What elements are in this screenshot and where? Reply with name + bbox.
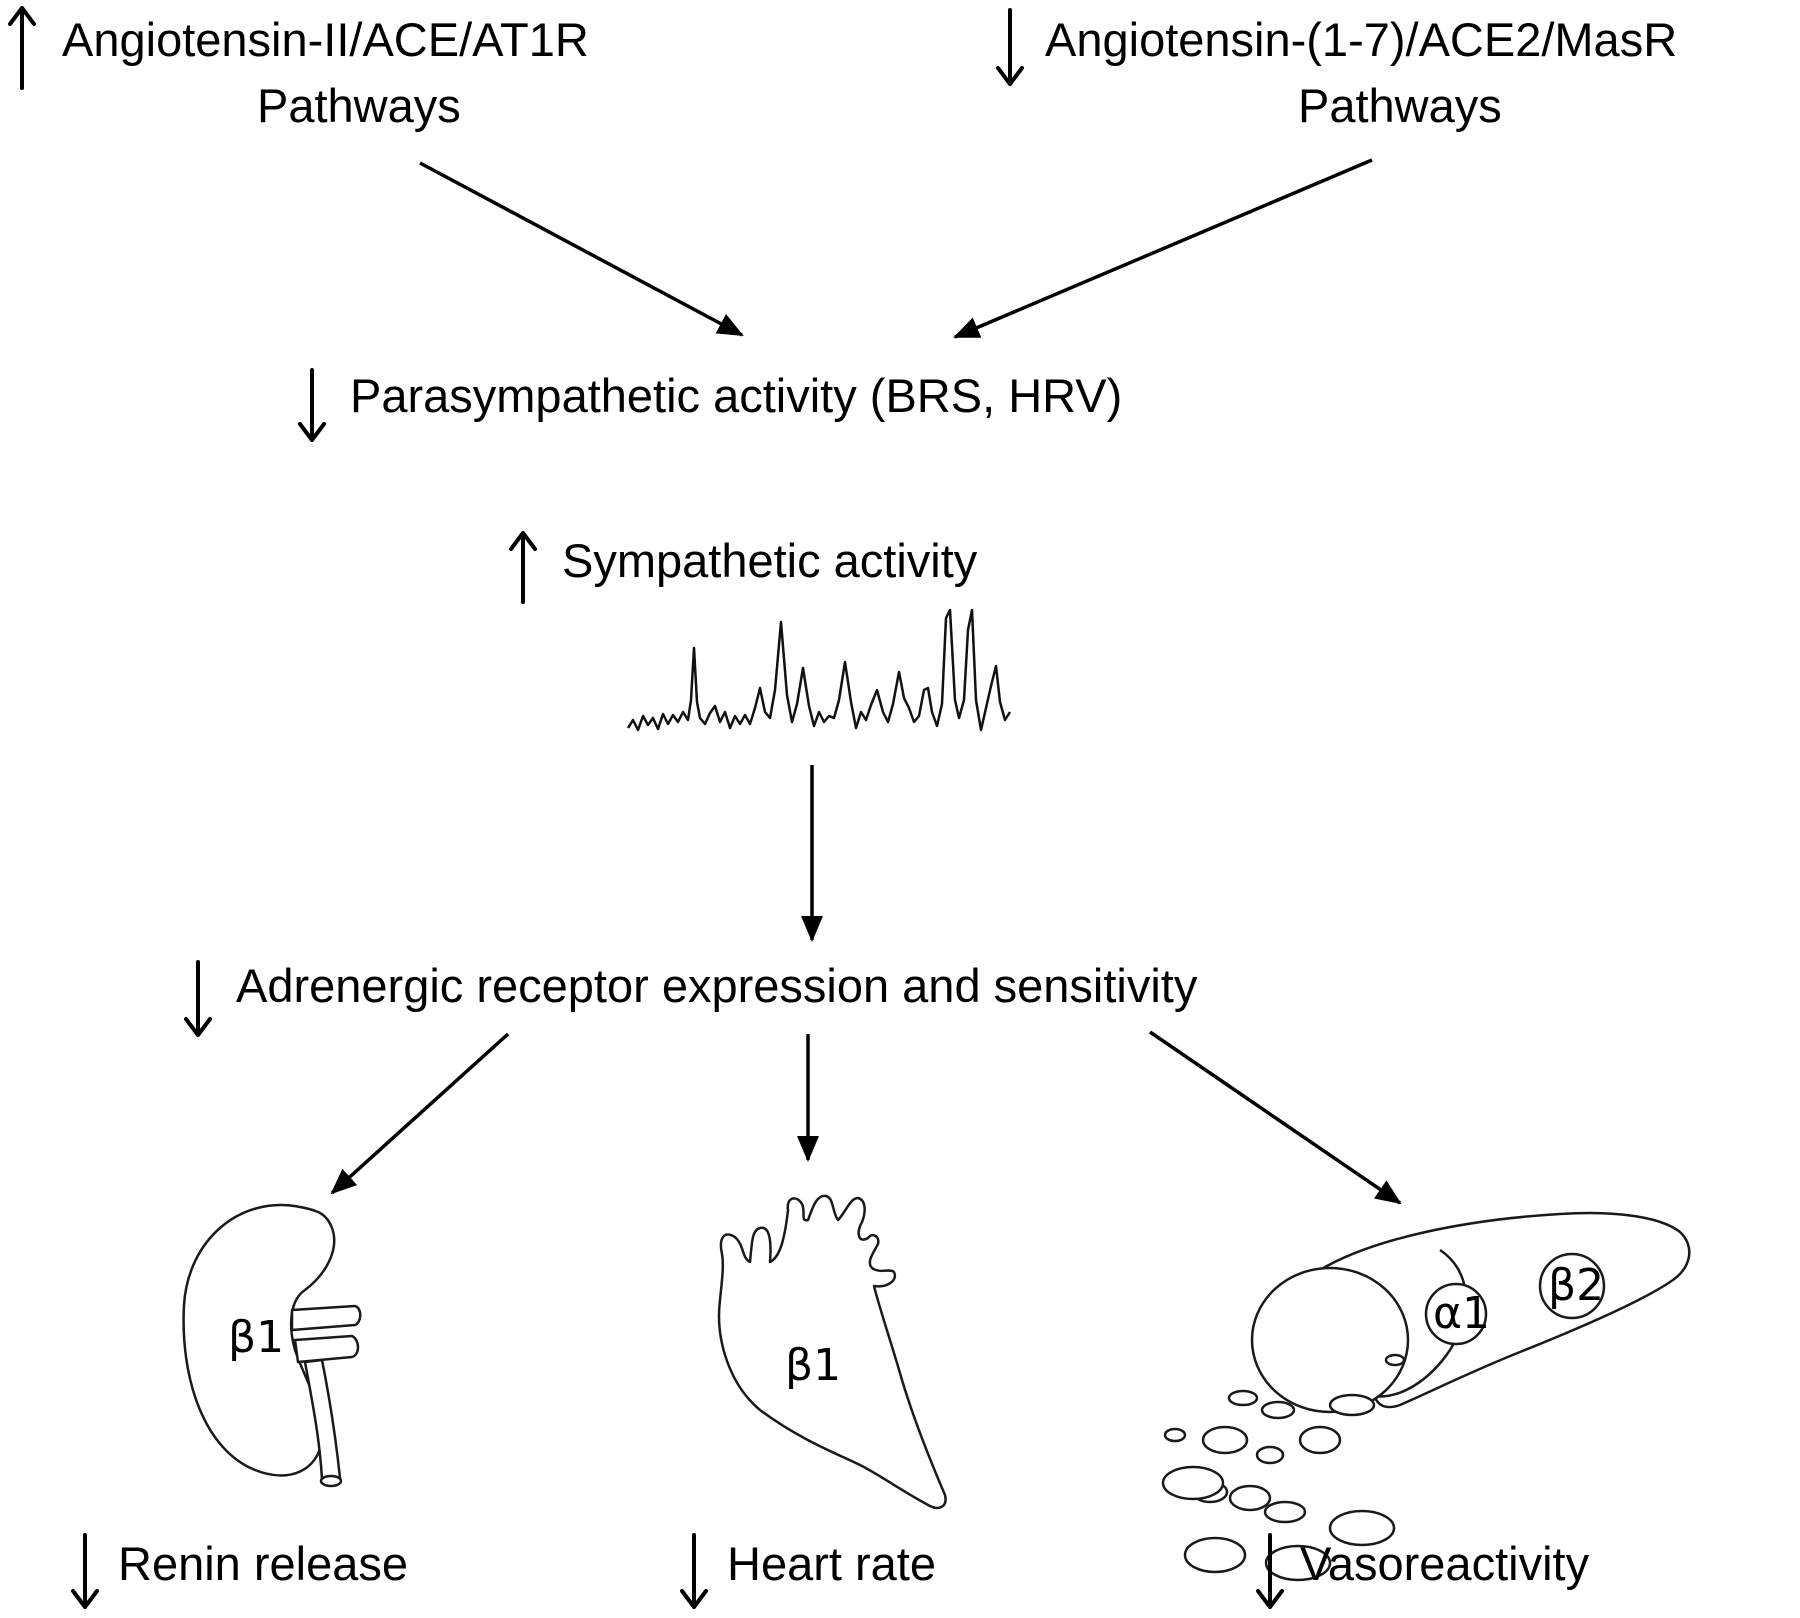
- blood-vessel-icon: [1161, 1211, 1691, 1582]
- down-arrow-icon: [71, 1533, 99, 1609]
- down-arrow-icon: [298, 368, 326, 442]
- arrow-to-vessel: [1149, 1030, 1402, 1205]
- kidney-beta1-label: β1: [228, 1312, 284, 1363]
- adrenergic-receptor-label: Adrenergic receptor expression and sensi…: [236, 959, 1198, 1012]
- angiotensin-ii-pathway-label: Angiotensin-II/ACE/AT1R: [62, 13, 589, 66]
- heart-icon: [717, 1194, 947, 1510]
- sympathetic-activity-label: Sympathetic activity: [562, 534, 978, 587]
- sympathetic-nerve-activity-trace: [626, 608, 1012, 732]
- angiotensin-1-7-pathway-label: Angiotensin-(1-7)/ACE2/MasR: [1045, 13, 1677, 66]
- arrow-left-to-parasympathetic: [419, 161, 744, 337]
- angiotensin-1-7-pathway-label-line2: Pathways: [1298, 79, 1502, 132]
- down-arrow-icon: [680, 1533, 708, 1609]
- down-arrow-icon: [996, 8, 1024, 86]
- down-arrow-icon: [184, 960, 212, 1037]
- vasoreactivity-label: Vasoreactivity: [1300, 1537, 1590, 1590]
- parasympathetic-activity-label: Parasympathetic activity (BRS, HRV): [350, 369, 1122, 422]
- arrow-to-kidney: [330, 1032, 510, 1195]
- renin-release-label: Renin release: [118, 1537, 408, 1590]
- vessel-beta2-receptor-label: β2: [1548, 1260, 1604, 1311]
- vessel-alpha1-receptor-label: α1: [1433, 1288, 1490, 1339]
- angiotensin-ii-pathway-label-line2: Pathways: [257, 79, 461, 132]
- kidney-icon: [182, 1203, 362, 1488]
- up-arrow-icon: [509, 531, 537, 604]
- down-arrow-icon: [1256, 1533, 1284, 1609]
- arrow-right-to-parasympathetic: [953, 158, 1373, 339]
- heart-rate-label: Heart rate: [727, 1537, 936, 1590]
- heart-beta1-label: β1: [785, 1340, 841, 1391]
- up-arrow-icon: [8, 6, 36, 90]
